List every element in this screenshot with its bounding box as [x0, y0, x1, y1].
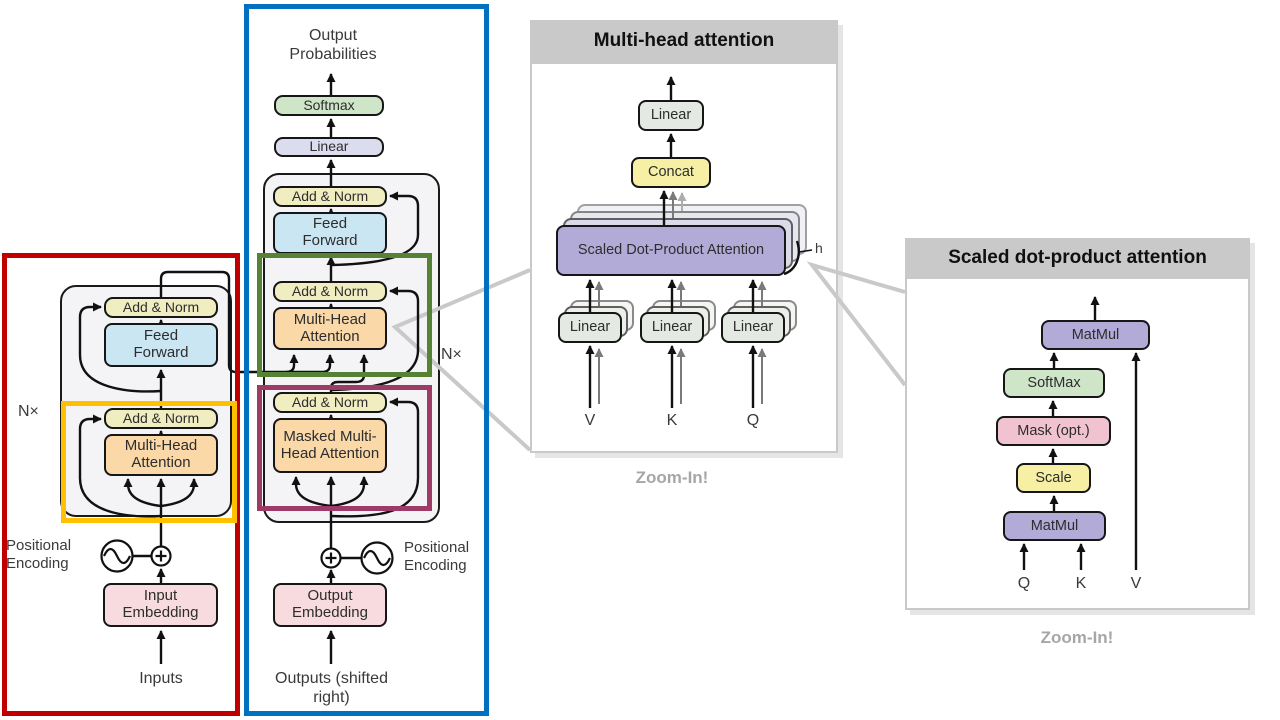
sdpa-scale: Scale	[1016, 463, 1091, 493]
encoder-feed-forward: Feed Forward	[104, 323, 218, 367]
decoder-add-norm-bottom: Add & Norm	[273, 392, 387, 413]
mha-linear-q: Linear	[721, 312, 785, 343]
decoder-multi-head-attention: Multi-Head Attention	[273, 307, 387, 350]
mha-concat: Concat	[631, 157, 711, 188]
encoder-add-norm-top: Add & Norm	[104, 297, 218, 318]
mha-linear-out: Linear	[638, 100, 704, 131]
output-probabilities-label: Output Probabilities	[289, 27, 377, 64]
decoder-highlight-frame	[244, 4, 489, 716]
mha-linear-v: Linear	[558, 312, 622, 343]
mha-v-label: V	[584, 412, 596, 429]
mha-k-label: K	[666, 412, 678, 429]
sdpa-k-label: K	[1075, 575, 1087, 592]
outputs-label: Outputs (shifted right)	[275, 670, 388, 707]
encoder-multi-head-attention: Multi-Head Attention	[104, 434, 218, 476]
scaled-dot-product-attention-panel-title: Scaled dot-product attention	[905, 238, 1250, 277]
sdpa-matmul-top: MatMul	[1041, 320, 1150, 350]
multi-head-attention-panel-title: Multi-head attention	[530, 20, 838, 62]
mha-scaled-dot-product-attention: Scaled Dot-Product Attention	[556, 225, 786, 276]
sdpa-q-label: Q	[1017, 575, 1031, 592]
sdpa-zoom-in-label: Zoom-In!	[1040, 628, 1114, 647]
decoder-add-norm-mid: Add & Norm	[273, 281, 387, 302]
inputs-label: Inputs	[139, 670, 183, 687]
encoder-self-attention-highlight-frame	[61, 401, 237, 523]
decoder-softmax: Softmax	[274, 95, 384, 116]
positional-encoding-label-right: Positional Encoding	[404, 539, 470, 574]
mha-q-label: Q	[746, 412, 760, 429]
decoder-cross-attention-highlight-frame	[257, 253, 432, 377]
mha-zoom-in-label: Zoom-In!	[635, 468, 709, 487]
output-embedding: Output Embedding	[273, 583, 387, 627]
decoder-masked-multi-head-attention: Masked Multi-Head Attention	[273, 418, 387, 473]
positional-encoding-label-left: Positional Encoding	[6, 537, 72, 572]
decoder-add-norm-top: Add & Norm	[273, 186, 387, 207]
decoder-linear: Linear	[274, 137, 384, 157]
encoder-add-norm-bottom: Add & Norm	[104, 408, 218, 429]
input-embedding: Input Embedding	[103, 583, 218, 627]
sdpa-mask: Mask (opt.)	[996, 416, 1111, 446]
encoder-n-times-label: N×	[18, 403, 39, 420]
decoder-n-times-label: N×	[441, 346, 462, 363]
sdpa-matmul-bottom: MatMul	[1003, 511, 1106, 541]
encoder-highlight-frame	[2, 253, 240, 716]
sdpa-v-label: V	[1130, 575, 1142, 592]
mha-h-label: h	[815, 240, 823, 256]
mha-linear-k: Linear	[640, 312, 704, 343]
decoder-feed-forward: Feed Forward	[273, 212, 387, 254]
sdpa-softmax: SoftMax	[1003, 368, 1105, 398]
decoder-masked-attention-highlight-frame	[257, 385, 432, 511]
